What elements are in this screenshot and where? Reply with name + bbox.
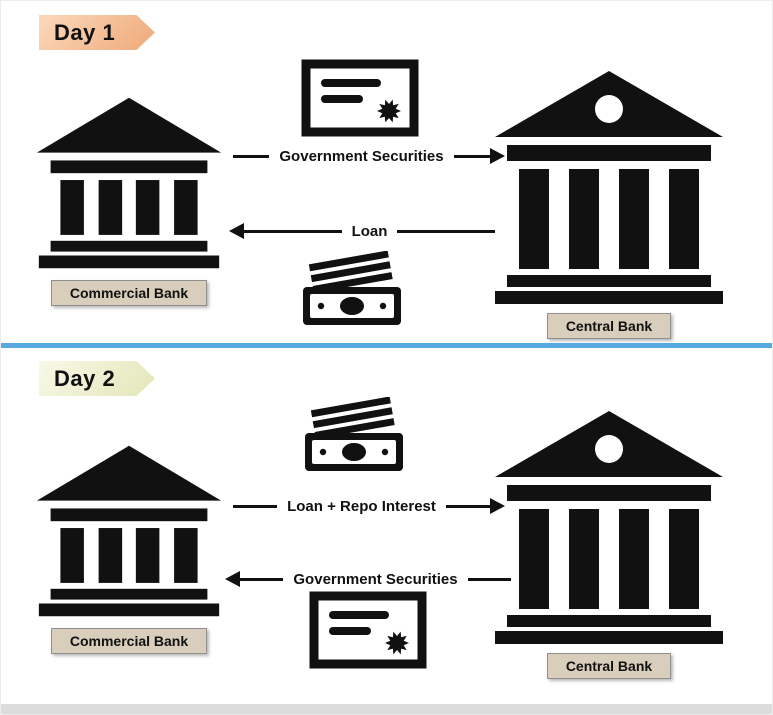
commercial-bank-label: Commercial Bank: [50, 280, 208, 306]
flow-label: Loan: [351, 222, 388, 240]
flow-label: Loan + Repo Interest: [287, 497, 436, 515]
flow-arrow-loan-repo-interest: Loan + Repo Interest: [233, 497, 505, 515]
certificate-icon: [301, 59, 419, 137]
commercial-bank-label: Commercial Bank: [50, 628, 208, 654]
arrowhead-right-icon: [490, 498, 505, 514]
money-icon: [305, 397, 403, 471]
commercial-bank: Commercial Bank: [31, 93, 227, 306]
arrow-line: [397, 229, 495, 233]
day2-section: Day 2: [1, 353, 772, 705]
day1-banner-label: Day 1: [54, 19, 116, 45]
bank-building-icon: [36, 445, 222, 617]
commercial-bank-label-text: Commercial Bank: [69, 285, 189, 301]
flow-arrow-loan: Loan: [229, 222, 495, 240]
central-bank-label-text: Central Bank: [565, 318, 653, 334]
central-bank-label: Central Bank: [546, 653, 672, 679]
arrow-line: [453, 154, 491, 158]
flow-arrow-government-securities: Government Securities: [225, 570, 512, 588]
bank-building-dome-icon: [495, 71, 723, 304]
arrow-line: [240, 577, 284, 581]
central-bank-label-text: Central Bank: [565, 658, 653, 674]
arrowhead-left-icon: [229, 223, 244, 239]
bottom-strip: [1, 704, 772, 714]
arrowhead-right-icon: [490, 148, 506, 164]
day2-banner: Day 2: [39, 361, 155, 396]
day2-banner-label: Day 2: [54, 365, 116, 391]
central-bank: Central Bank: [487, 409, 731, 679]
bank-building-dome-icon: [495, 411, 723, 644]
central-bank: Central Bank: [487, 69, 731, 339]
central-bank-label: Central Bank: [546, 313, 672, 339]
flow-label: Government Securities: [293, 570, 458, 588]
day-divider: [1, 343, 772, 348]
arrow-line: [244, 229, 342, 233]
certificate-icon: [309, 591, 427, 669]
flow-label: Government Securities: [279, 147, 444, 165]
arrow-line: [233, 504, 278, 508]
day1-banner: Day 1: [39, 15, 155, 50]
flow-arrow-government-securities: Government Securities: [233, 147, 506, 165]
commercial-bank-label-text: Commercial Bank: [69, 633, 189, 649]
bank-building-icon: [36, 97, 222, 269]
arrow-line: [467, 577, 512, 581]
arrow-line: [233, 154, 270, 158]
commercial-bank: Commercial Bank: [31, 441, 227, 654]
arrow-line: [445, 504, 490, 508]
money-icon: [303, 251, 401, 325]
arrowhead-left-icon: [225, 571, 240, 587]
day1-section: Day 1 Commercial Bank: [1, 1, 772, 343]
